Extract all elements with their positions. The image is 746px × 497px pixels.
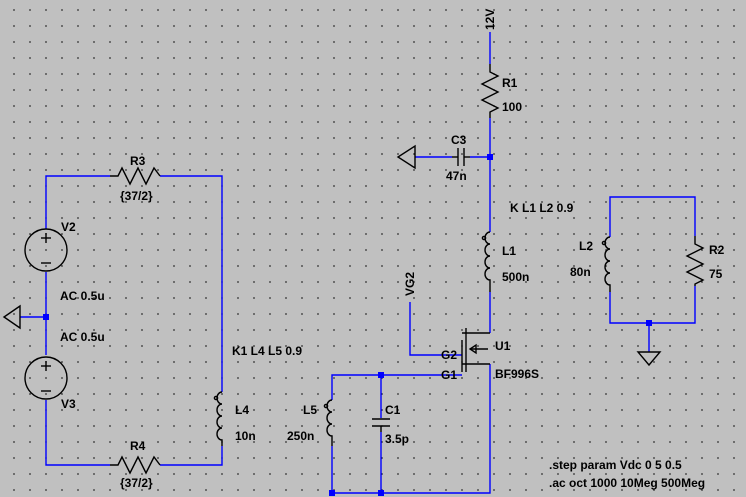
net-label-12v: 12V: [483, 9, 497, 30]
l4-name: L4: [235, 403, 249, 417]
r1-name: R1: [502, 76, 518, 90]
l2-name: L2: [579, 239, 593, 253]
inductor-l4[interactable]: [213, 391, 223, 446]
ground-symbol-l2-r2[interactable]: [636, 351, 662, 367]
l4-value: 10n: [235, 429, 256, 443]
r3-value: {37/2}: [120, 189, 153, 203]
r1-value: 100: [502, 100, 522, 114]
v2-value: AC 0.5u: [60, 289, 105, 303]
l1-name: L1: [502, 244, 516, 258]
r3-name: R3: [130, 154, 146, 168]
v3-value: AC 0.5u: [60, 330, 105, 344]
ground-symbol-c3[interactable]: [396, 144, 416, 170]
k1-l4-l5-directive: K1 L4 L5 0.9: [232, 344, 302, 358]
r2-value: 75: [709, 267, 723, 281]
voltage-source-v2[interactable]: [24, 228, 68, 272]
ac-directive[interactable]: .ac oct 1000 10Meg 500Meg: [549, 476, 705, 490]
v3-name: V3: [61, 397, 76, 411]
l1-value: 500n: [502, 270, 529, 284]
inductor-l1[interactable]: [481, 231, 491, 292]
inductor-l5[interactable]: [323, 399, 333, 446]
u1-name: U1: [495, 339, 511, 353]
v2-name: V2: [61, 220, 76, 234]
wires: [20, 32, 696, 494]
r2-name: R2: [709, 243, 725, 257]
junction-dots: [43, 154, 652, 496]
voltage-source-v3[interactable]: [24, 356, 68, 400]
l5-name: L5: [303, 403, 317, 417]
resistor-r1[interactable]: [480, 64, 500, 118]
k-l1-l2-directive: K L1 L2 0.9: [510, 201, 574, 215]
net-label-vg2: VG2: [403, 272, 417, 296]
g2-pin-label: G2: [441, 348, 457, 362]
r4-value: {37/2}: [120, 476, 153, 490]
ground-symbol-left[interactable]: [2, 304, 21, 330]
inductor-l2[interactable]: [601, 236, 611, 292]
resistor-r2[interactable]: [685, 236, 705, 286]
capacitor-c3[interactable]: [452, 148, 470, 166]
capacitor-c1[interactable]: [372, 418, 390, 432]
c1-value: 3.5p: [385, 432, 409, 446]
c3-name: C3: [451, 133, 467, 147]
g1-pin-label: G1: [441, 368, 457, 382]
r4-name: R4: [130, 439, 146, 453]
c1-name: C1: [385, 403, 401, 417]
resistor-r3[interactable]: [110, 166, 161, 186]
mosfet-u1[interactable]: [461, 328, 490, 372]
l5-value: 250n: [287, 429, 314, 443]
c3-value: 47n: [446, 169, 467, 183]
u1-value: BF996S: [495, 367, 539, 381]
step-directive[interactable]: .step param Vdc 0 5 0.5: [549, 458, 682, 472]
l2-value: 80n: [570, 265, 591, 279]
resistor-r4[interactable]: [110, 455, 161, 475]
